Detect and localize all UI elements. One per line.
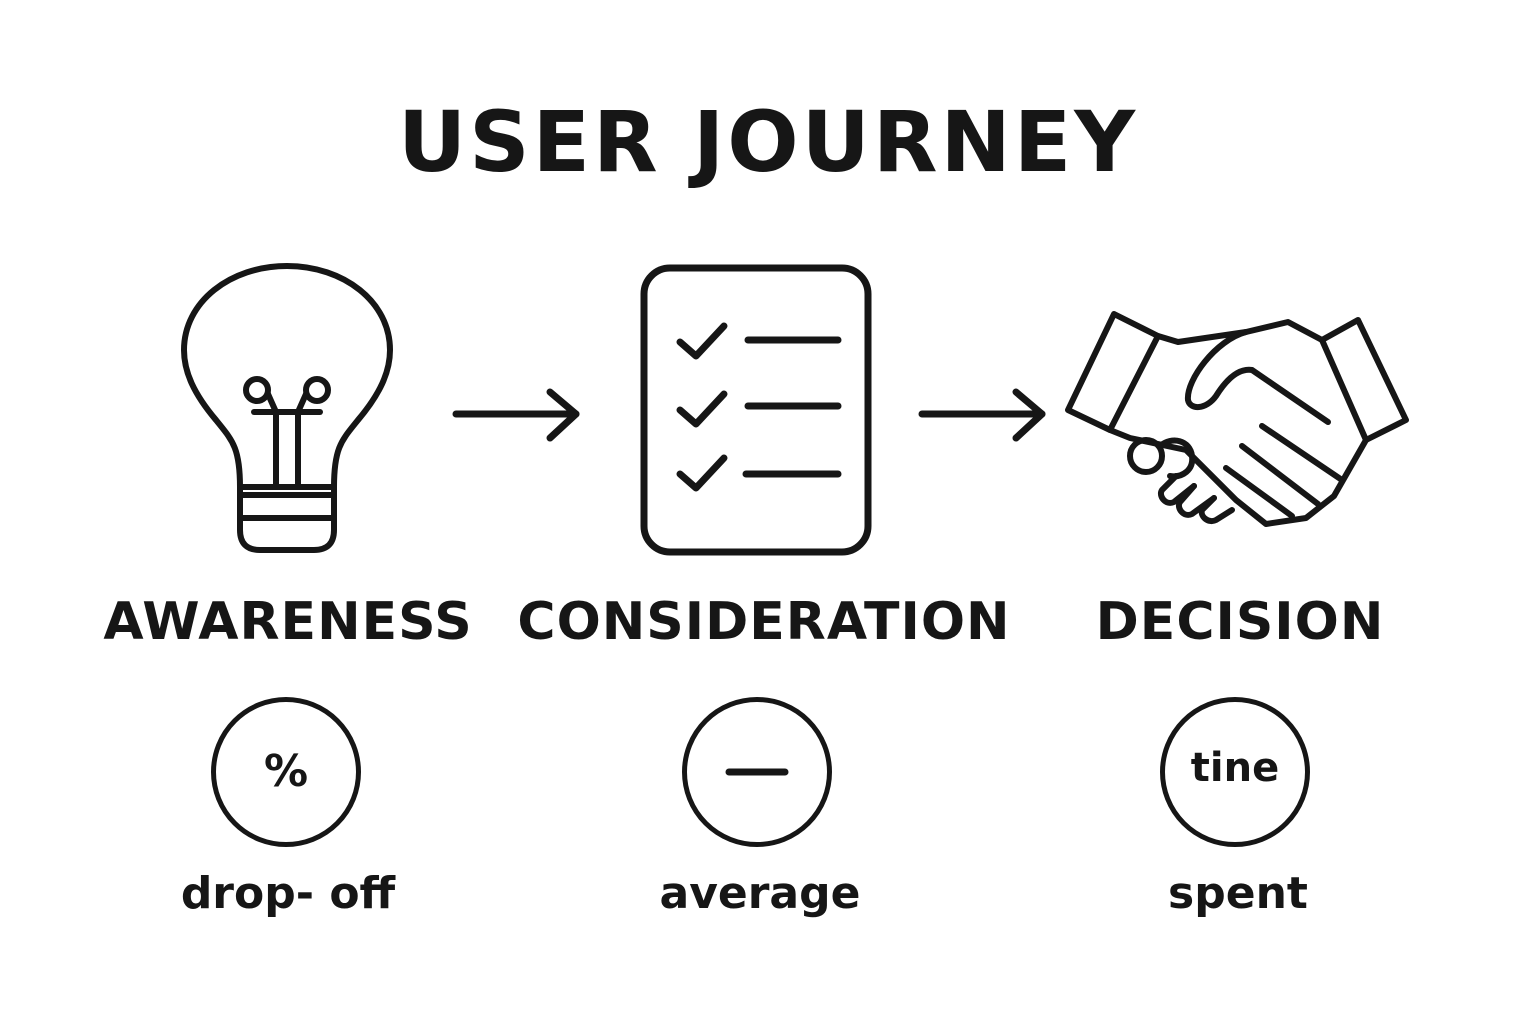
percent-symbol: % bbox=[263, 746, 309, 797]
stage-label-consideration: CONSIDERATION bbox=[517, 592, 1011, 652]
lightbulb-icon bbox=[181, 263, 393, 553]
handshake-icon bbox=[1065, 311, 1409, 527]
metric-badge-average bbox=[682, 697, 832, 847]
diagram-title: USER JOURNEY bbox=[397, 93, 1139, 191]
metric-caption-average: average bbox=[659, 868, 861, 919]
minus-icon bbox=[725, 768, 789, 776]
stage-label-decision: DECISION bbox=[1095, 592, 1385, 652]
arrow-right-icon bbox=[918, 388, 1046, 442]
metric-caption-spent: spent bbox=[1168, 868, 1308, 919]
metric-badge-time: tine bbox=[1160, 697, 1310, 847]
stage-label-awareness: AWARENESS bbox=[103, 592, 473, 652]
metric-badge-drop-off: % bbox=[211, 697, 361, 847]
arrow-right-icon bbox=[452, 388, 580, 442]
metric-caption-drop-off: drop- off bbox=[180, 868, 396, 919]
time-symbol: tine bbox=[1190, 745, 1280, 791]
checklist-icon bbox=[640, 264, 872, 556]
